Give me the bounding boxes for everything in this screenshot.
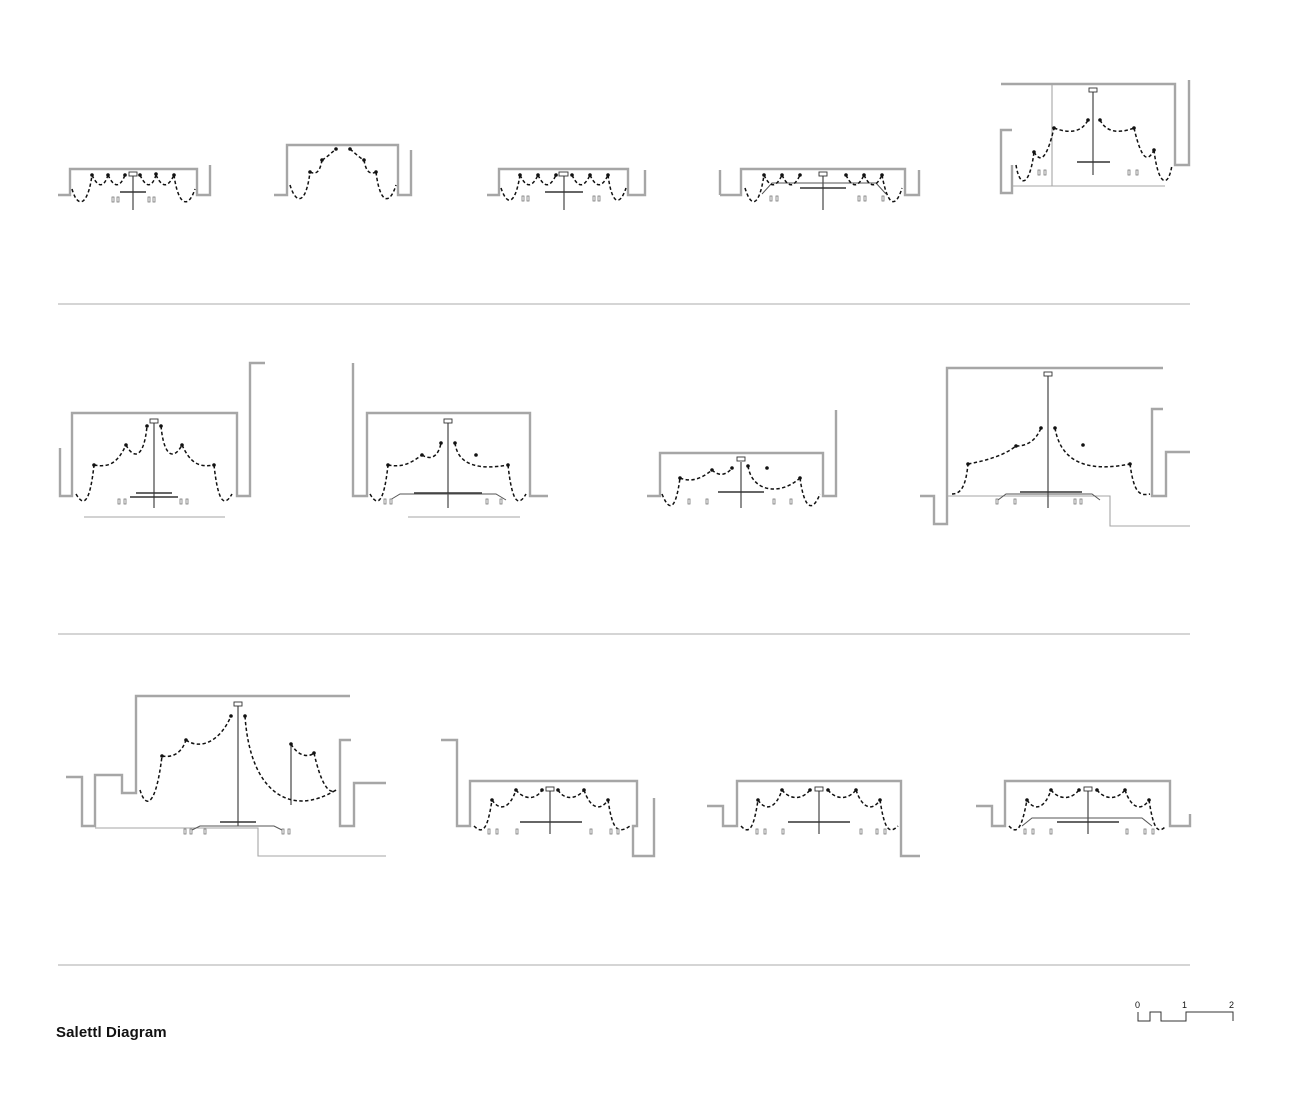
section-7 (351, 363, 548, 518)
section-4 (718, 167, 921, 210)
section-12 (707, 779, 920, 858)
section-5 (999, 80, 1191, 195)
section-6 (58, 361, 265, 518)
section-8 (647, 410, 838, 508)
section-10 (66, 694, 386, 857)
scale-bar: 0 1 2 (1135, 1000, 1234, 1022)
section-3 (487, 167, 647, 210)
section-11 (441, 738, 656, 858)
section-9 (920, 366, 1190, 527)
diagram-title: Salettl Diagram (56, 1024, 167, 1041)
scale-label-0: 0 (1135, 1000, 1140, 1010)
scale-label-1: 1 (1182, 1000, 1187, 1010)
scale-label-2: 2 (1229, 1000, 1234, 1010)
section-13 (976, 779, 1192, 835)
section-2 (274, 143, 413, 200)
section-1 (58, 165, 212, 210)
